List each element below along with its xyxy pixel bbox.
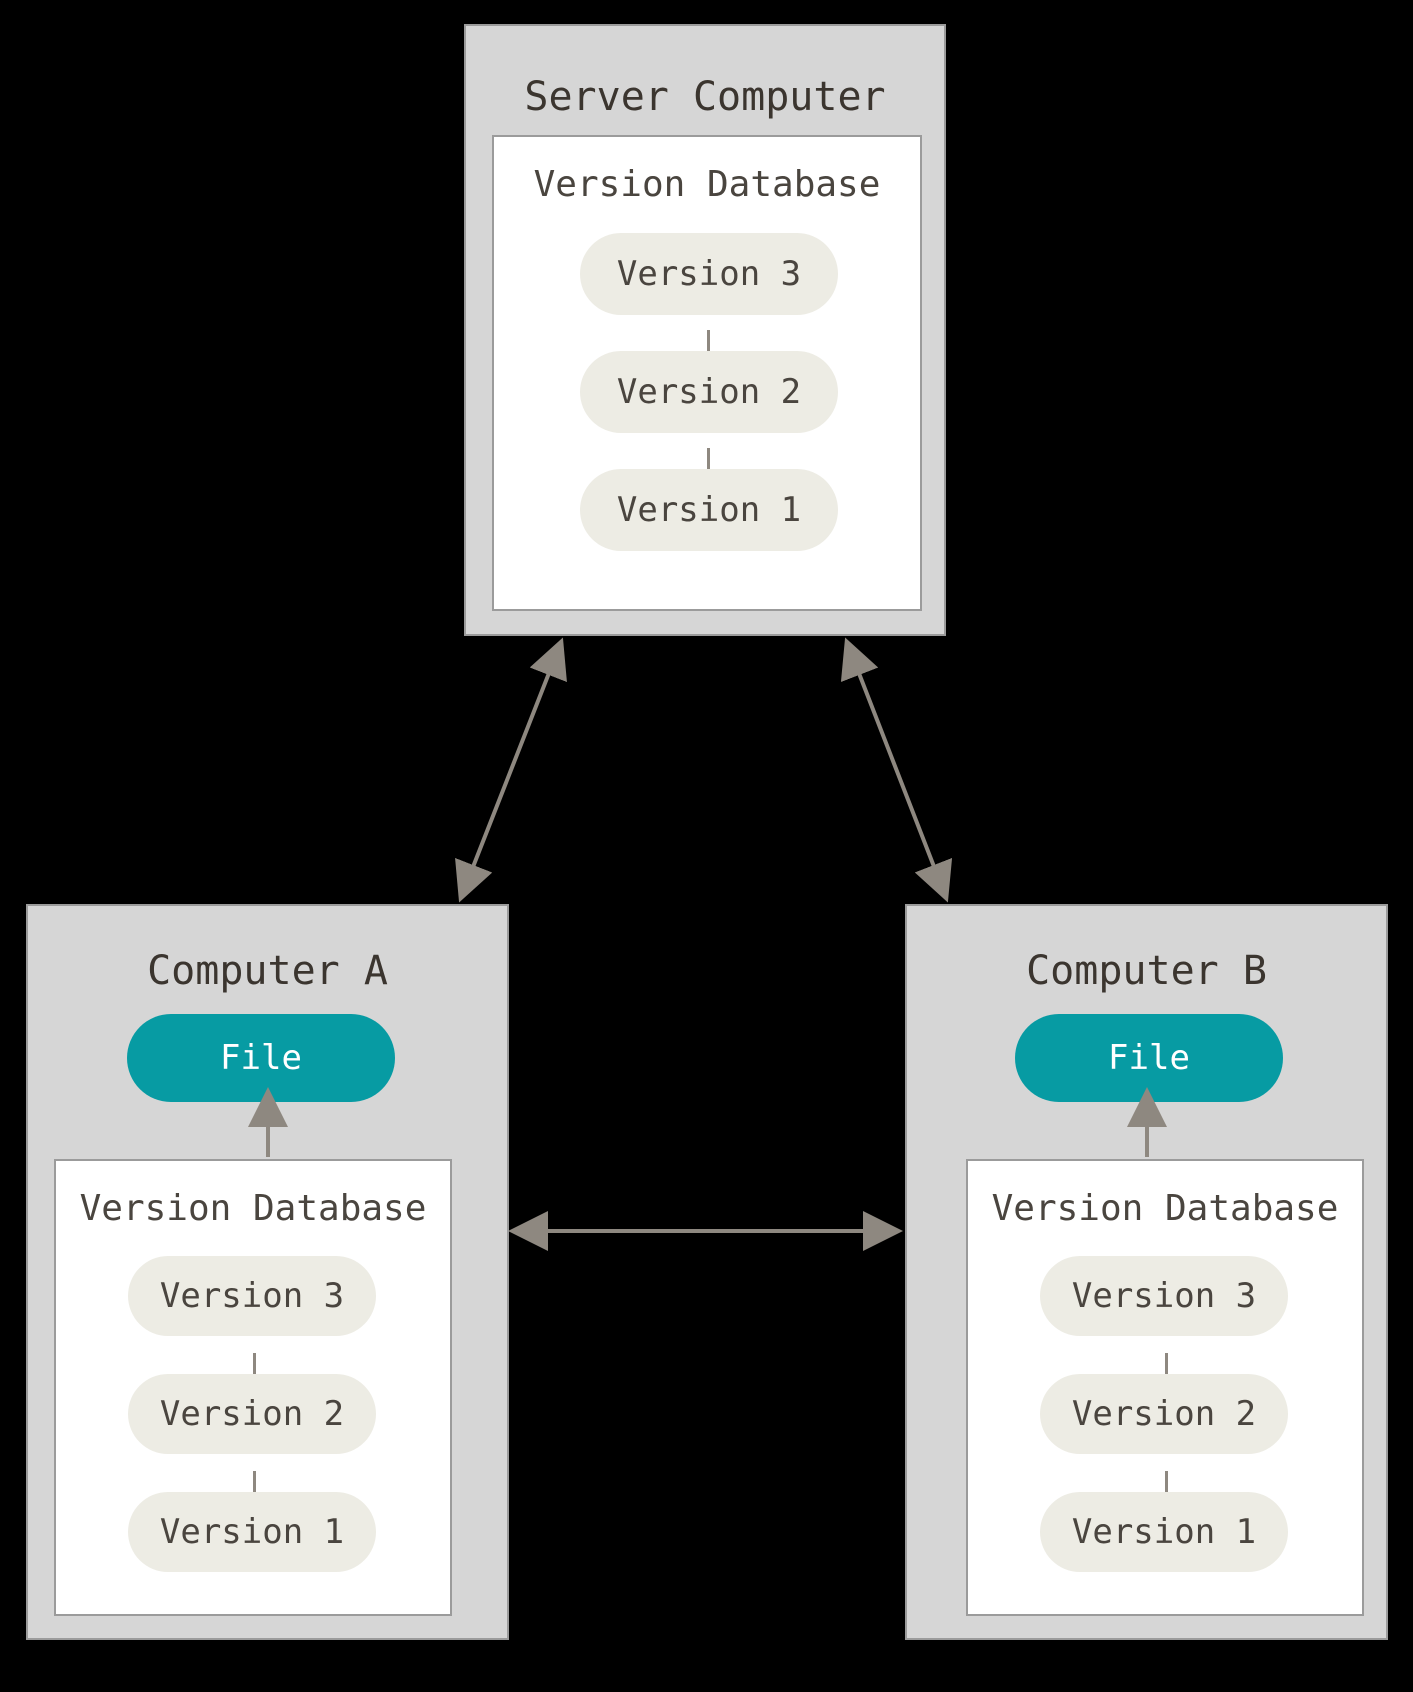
server-computer-title: Server Computer: [524, 74, 886, 120]
server-version-database-title: Version Database: [533, 164, 881, 205]
computer-b-version-link-2-1: [1165, 1471, 1168, 1507]
computer-b-version-link-3-2: [1165, 1353, 1168, 1389]
server-version-label-3: Version 3: [616, 254, 802, 294]
computer-b-file-pill[interactable]: File: [1015, 1014, 1283, 1102]
computer-b-version-pill-1[interactable]: Version 1: [1040, 1492, 1288, 1572]
server-version-pill-1[interactable]: Version 1: [580, 469, 838, 551]
server-version-pill-3[interactable]: Version 3: [580, 233, 838, 315]
computer-a-version-pill-2[interactable]: Version 2: [128, 1374, 376, 1454]
arrow-server-computer-b: [840, 637, 953, 903]
computer-a-file-pill[interactable]: File: [127, 1014, 395, 1102]
computer-b-version-pill-3[interactable]: Version 3: [1040, 1256, 1288, 1336]
computer-a-version-label-1: Version 1: [159, 1512, 345, 1552]
computer-a-version-link-2-1: [253, 1471, 256, 1507]
computer-b-version-pill-2[interactable]: Version 2: [1040, 1374, 1288, 1454]
server-version-pill-2[interactable]: Version 2: [580, 351, 838, 433]
computer-a-version-link-3-2: [253, 1353, 256, 1389]
computer-b-version-database-box[interactable]: Version Database Version 3 Version 2 Ver…: [966, 1159, 1364, 1616]
computer-b-version-label-1: Version 1: [1071, 1512, 1257, 1552]
computer-a-version-database-box[interactable]: Version Database Version 3 Version 2 Ver…: [54, 1159, 452, 1616]
server-version-link-3-2: [707, 330, 710, 366]
server-version-label-2: Version 2: [616, 372, 802, 412]
computer-b-file-label: File: [1108, 1038, 1190, 1078]
computer-a-version-database-title: Version Database: [79, 1188, 427, 1229]
computer-a-version-label-3: Version 3: [159, 1276, 345, 1316]
computer-a-version-label-2: Version 2: [159, 1394, 345, 1434]
computer-a-file-label: File: [220, 1038, 302, 1078]
computer-b-version-label-3: Version 3: [1071, 1276, 1257, 1316]
server-version-link-2-1: [707, 448, 710, 484]
server-version-database-box[interactable]: Version Database Version 3 Version 2 Ver…: [492, 135, 922, 611]
server-version-label-1: Version 1: [616, 490, 802, 530]
computer-a-title: Computer A: [147, 948, 388, 994]
computer-a-version-pill-3[interactable]: Version 3: [128, 1256, 376, 1336]
server-computer-box[interactable]: Server Computer Version Database Version…: [464, 24, 946, 636]
computer-a-box[interactable]: Computer A File Version Database Version…: [26, 904, 509, 1640]
arrow-server-computer-a: [455, 637, 567, 903]
computer-b-version-database-title: Version Database: [991, 1188, 1339, 1229]
computer-b-version-label-2: Version 2: [1071, 1394, 1257, 1434]
computer-b-box[interactable]: Computer B File Version Database Version…: [905, 904, 1388, 1640]
computer-a-version-pill-1[interactable]: Version 1: [128, 1492, 376, 1572]
computer-b-title: Computer B: [1026, 948, 1267, 994]
